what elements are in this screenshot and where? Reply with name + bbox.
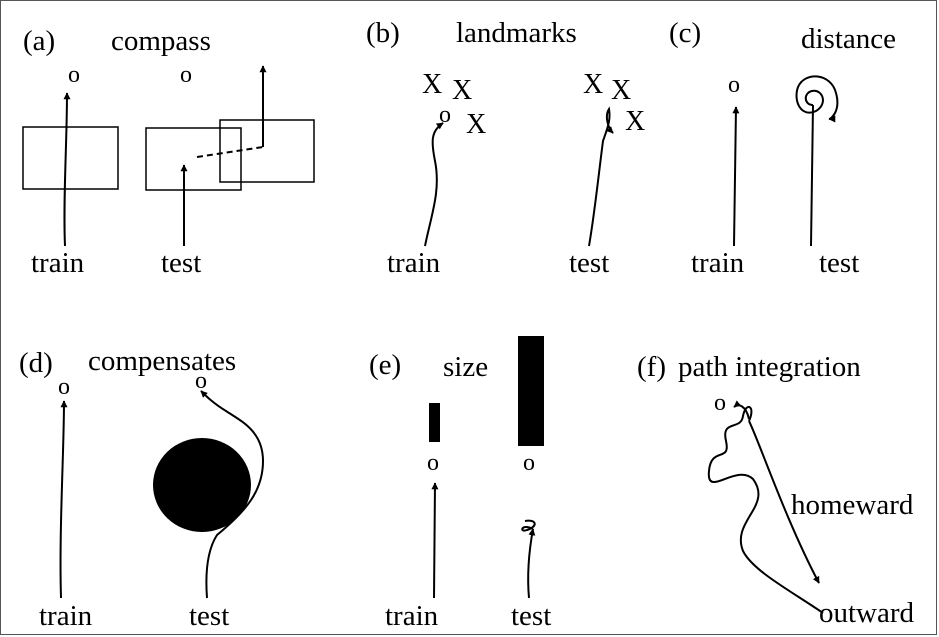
panel-b-letter: (b)	[366, 17, 400, 49]
landmark-small	[429, 403, 440, 442]
outward-label: outward	[819, 597, 915, 629]
test-label: test	[161, 247, 202, 279]
train-box	[22, 126, 119, 190]
goal-marker: o	[714, 390, 726, 416]
train-label: train	[387, 247, 441, 279]
test-box-1	[145, 127, 242, 191]
panel-a-title: compass	[111, 25, 211, 57]
goal-marker: o	[58, 374, 70, 400]
landmark-x: X	[625, 106, 646, 137]
panel-c-title: distance	[801, 23, 897, 55]
goal-marker: o	[180, 62, 192, 88]
train-path	[63, 92, 71, 247]
outward-path	[707, 406, 824, 614]
obstacle	[153, 438, 251, 532]
goal-marker: o	[427, 450, 439, 476]
panel-f-letter: (f)	[637, 351, 666, 383]
train-label: train	[385, 600, 439, 632]
train-path	[424, 122, 444, 247]
panel-b-title: landmarks	[456, 17, 577, 49]
test-path	[527, 528, 536, 599]
goal-marker: o	[68, 62, 80, 88]
goal-marker: o	[728, 72, 740, 98]
panel-d-letter: (d)	[19, 347, 53, 379]
panel-a-letter: (a)	[23, 25, 56, 57]
goal-marker: o	[195, 368, 207, 394]
test-box-2	[219, 119, 315, 183]
landmark-x: X	[452, 75, 473, 106]
landmark-x: X	[466, 109, 487, 140]
goal-marker: o	[523, 450, 535, 476]
test-label: test	[189, 600, 230, 632]
landmark-x: X	[611, 75, 632, 106]
landmark-x: X	[422, 69, 443, 100]
goal-marker: o	[439, 102, 451, 128]
panel-e-title: size	[443, 351, 489, 383]
train-label: train	[691, 247, 745, 279]
panel-f-title: path integration	[678, 351, 861, 383]
test-path	[588, 106, 614, 247]
test-label: test	[819, 247, 860, 279]
panel-d-title: compensates	[88, 345, 237, 377]
homeward-label: homeward	[791, 489, 914, 521]
detour-path	[200, 390, 265, 599]
test-path	[810, 104, 814, 247]
landmark-large	[518, 336, 544, 446]
panel-c-letter: (c)	[669, 17, 702, 49]
train-path	[732, 106, 740, 247]
train-path	[431, 482, 439, 599]
homeward-path	[748, 420, 820, 584]
expected-path	[196, 146, 264, 158]
train-path	[59, 400, 68, 599]
train-label: train	[31, 247, 85, 279]
return-hook	[733, 400, 750, 420]
search-loop	[521, 519, 536, 532]
test-label: test	[511, 600, 552, 632]
test-label: test	[569, 247, 610, 279]
landmark-x: X	[583, 69, 604, 100]
panel-e-letter: (e)	[369, 349, 402, 381]
search-spiral	[795, 75, 839, 123]
train-label: train	[39, 600, 93, 632]
